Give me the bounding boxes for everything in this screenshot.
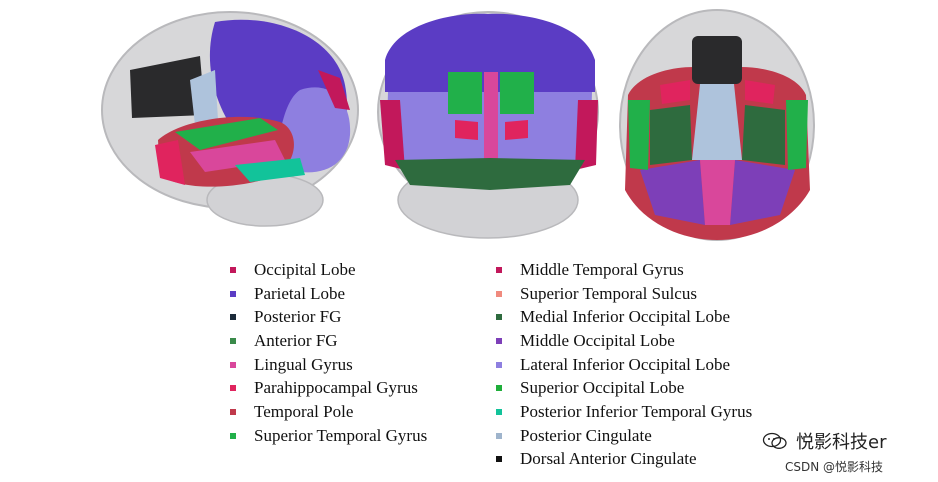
legend-item: Lateral Inferior Occipital Lobe (492, 353, 752, 377)
legend-swatch (496, 432, 502, 439)
legend-swatch (496, 456, 502, 463)
legend-swatch (496, 361, 502, 368)
wechat-icon (762, 432, 787, 449)
legend-swatch (496, 266, 502, 273)
legend-swatch (496, 337, 502, 344)
legend-swatch (230, 408, 236, 415)
legend-item: Middle Temporal Gyrus (492, 258, 752, 282)
legend-label: Temporal Pole (254, 401, 354, 421)
legend-swatch (230, 432, 236, 439)
brain-views-figure (101, 9, 815, 241)
legend-swatch (230, 337, 236, 344)
legend-label: Lingual Gyrus (254, 354, 353, 374)
watermark-main-text: 悦影科技er (796, 432, 887, 453)
brain-inferior-view (619, 9, 815, 241)
legend-label: Parietal Lobe (254, 283, 346, 303)
legend-item: Dorsal Anterior Cingulate (492, 448, 752, 472)
legend-swatch (496, 385, 502, 392)
legend-item: Temporal Pole (226, 400, 427, 424)
brain-posterior-view (377, 11, 599, 239)
legend-swatch (230, 290, 236, 297)
legend-item: Anterior FG (226, 329, 427, 353)
legend-item: Lingual Gyrus (226, 353, 427, 377)
legend-label: Occipital Lobe (254, 259, 356, 279)
legend-label: Posterior Inferior Temporal Gyrus (520, 401, 753, 421)
legend-swatch (230, 266, 236, 273)
legend-item: Posterior Inferior Temporal Gyrus (492, 400, 752, 424)
legend-item: Posterior Cingulate (492, 424, 752, 448)
watermark-sub-text: CSDN @悦影科技 (785, 460, 884, 474)
legend-label: Superior Temporal Gyrus (254, 425, 428, 445)
legend-item: Parahippocampal Gyrus (226, 376, 427, 400)
legend-item: Occipital Lobe (226, 258, 427, 282)
legend-label: Posterior Cingulate (520, 425, 652, 445)
brain-lateral-view (101, 11, 359, 227)
legend-swatch (496, 290, 502, 297)
legend-label: Parahippocampal Gyrus (254, 378, 418, 398)
legend-label: Dorsal Anterior Cingulate (520, 449, 697, 469)
legend-label: Medial Inferior Occipital Lobe (520, 307, 731, 327)
legend-swatch (230, 385, 236, 392)
legend-swatch (230, 361, 236, 368)
legend-label: Middle Temporal Gyrus (520, 259, 684, 279)
legend-item: Medial Inferior Occipital Lobe (492, 305, 752, 329)
legend-item: Superior Temporal Gyrus (226, 424, 427, 448)
legend-item: Parietal Lobe (226, 282, 427, 306)
legend-item: Middle Occipital Lobe (492, 329, 752, 353)
legend-item: Superior Occipital Lobe (492, 376, 752, 400)
legend-label: Posterior FG (254, 307, 342, 327)
legend-label: Middle Occipital Lobe (520, 330, 675, 350)
legend-swatch (230, 314, 236, 321)
legend-swatch (496, 314, 502, 321)
legend-label: Anterior FG (254, 330, 338, 350)
legend-item: Superior Temporal Sulcus (492, 282, 752, 306)
legend-label: Superior Occipital Lobe (520, 378, 685, 398)
legend-label: Lateral Inferior Occipital Lobe (520, 354, 731, 374)
legend-swatch (496, 408, 502, 415)
legend-label: Superior Temporal Sulcus (520, 283, 697, 303)
legend-item: Posterior FG (226, 305, 427, 329)
watermark-logo: 悦影科技er (762, 428, 886, 454)
